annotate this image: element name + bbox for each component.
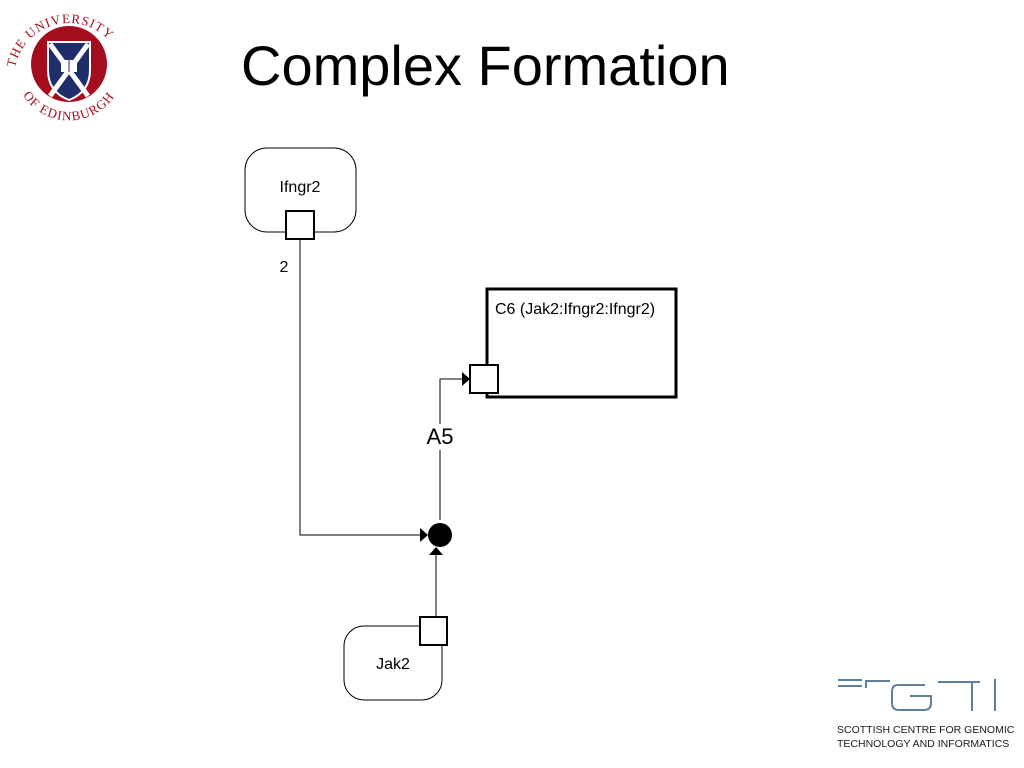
edge-jak2-to-process[interactable] (429, 547, 443, 617)
page-title: Complex Formation (241, 34, 730, 97)
edge-process-to-complex[interactable] (439, 372, 470, 520)
edge-ifngr2-to-process[interactable] (299, 239, 428, 542)
node-complex-c6[interactable]: C6 (Jak2:Ifngr2:Ifngr2) (469, 287, 678, 399)
process-node-association[interactable] (428, 523, 452, 547)
node-jak2-label: Jak2 (376, 656, 410, 673)
svg-text:TECHNOLOGY AND INFORMATICS: TECHNOLOGY AND INFORMATICS (837, 738, 1009, 750)
node-ifngr2[interactable]: Ifngr2 (244, 147, 357, 240)
node-ifngr2-label: Ifngr2 (280, 179, 321, 196)
jak2-port[interactable] (419, 616, 448, 646)
node-jak2[interactable]: Jak2 (343, 616, 448, 701)
association-label-bg (424, 424, 456, 450)
complex-port[interactable] (469, 364, 499, 394)
svg-text:SCOTTISH CENTRE FOR GENOMIC: SCOTTISH CENTRE FOR GENOMIC (837, 724, 1015, 736)
university-crest-icon: THE UNIVERSITY OF EDINBURGH (3, 11, 116, 124)
node-complex-label: C6 (Jak2:Ifngr2:Ifngr2) (495, 301, 655, 318)
scgti-logo-icon: SCOTTISH CENTRE FOR GENOMIC TECHNOLOGY A… (837, 679, 1015, 750)
association-label: A5 (427, 424, 454, 449)
ifngr2-port[interactable] (285, 210, 315, 240)
stoichiometry-label: 2 (280, 259, 289, 276)
